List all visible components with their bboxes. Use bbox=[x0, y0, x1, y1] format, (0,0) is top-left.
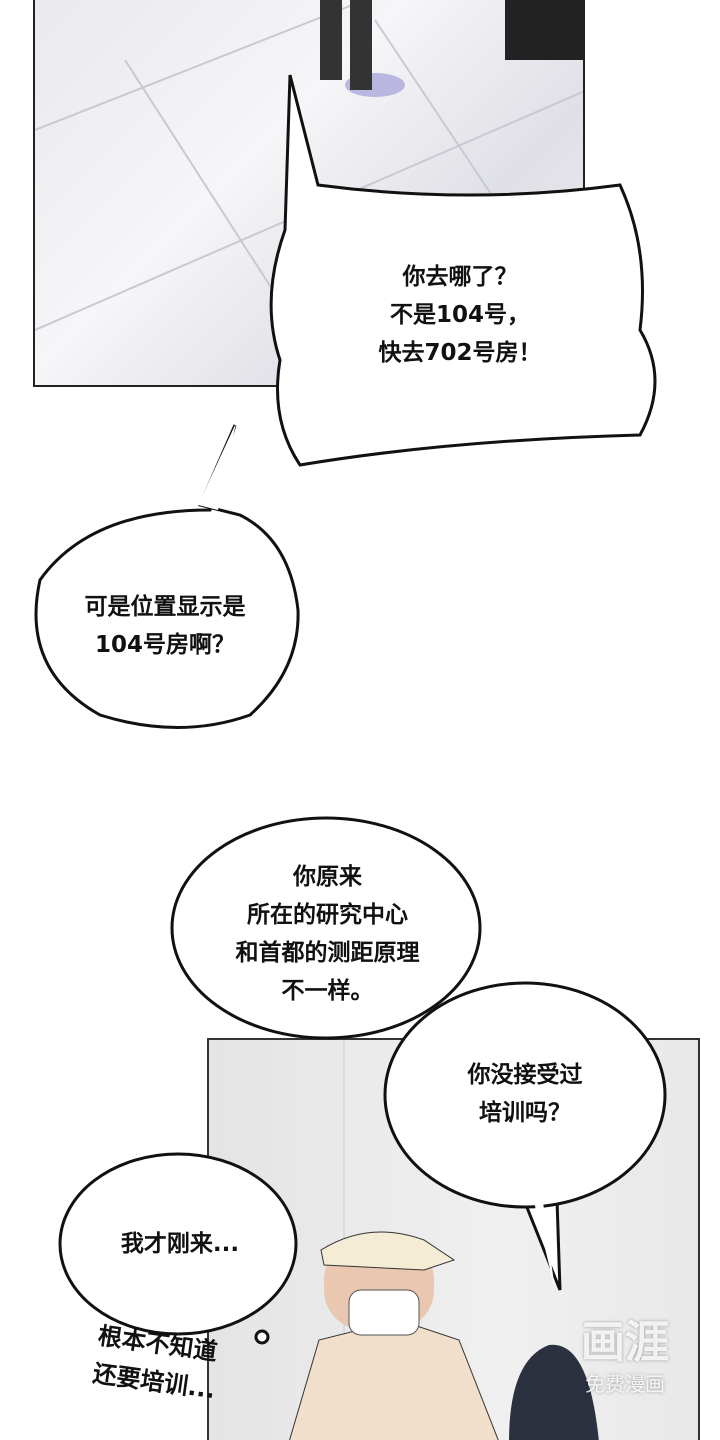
speech-bubble-text-1: 你去哪了？ 不是104号， 快去702号房！ bbox=[378, 264, 542, 366]
speech-bubble-text-5: 我才刚来... bbox=[120, 1231, 240, 1257]
watermark-logo: 画涯 bbox=[581, 1317, 669, 1368]
speech-bubble-text-4: 你没接受过 培训吗？ bbox=[467, 1062, 583, 1126]
speech-bubble-text-2: 可是位置显示是 104号房啊？ bbox=[84, 594, 246, 658]
watermark: 画涯 免费漫画 bbox=[565, 1318, 685, 1397]
characters-illustration bbox=[289, 1040, 599, 1440]
watermark-subtitle: 免费漫画 bbox=[585, 1372, 665, 1396]
speech-bubble-text-3: 你原来 所在的研究中心 和首都的测距原理 不一样。 bbox=[235, 864, 420, 1004]
